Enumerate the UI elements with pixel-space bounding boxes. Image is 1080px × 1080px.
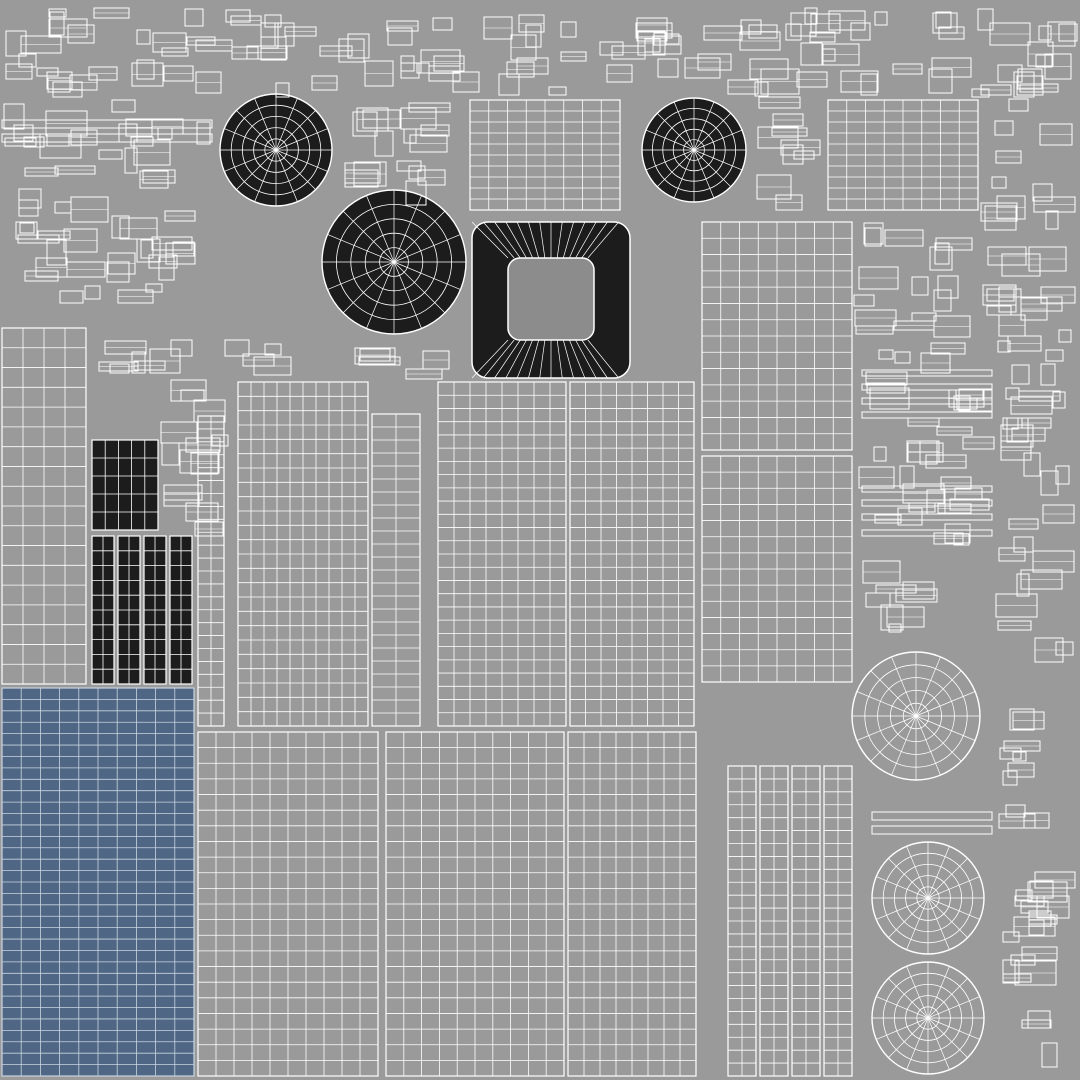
radial-disc-right-lower-2 xyxy=(871,961,985,1075)
lower-grid-panel-2 xyxy=(385,731,565,1077)
dark-dome-left xyxy=(219,93,333,207)
blue-solar-panel xyxy=(1,687,195,1077)
central-tall-panel-2 xyxy=(437,381,567,727)
top-grid-panel-right xyxy=(827,99,979,211)
radial-disc-right-lower-1 xyxy=(871,841,985,955)
radial-disc-right-upper xyxy=(851,651,981,781)
top-grid-panel-left xyxy=(469,99,621,211)
dark-vertical-strips xyxy=(91,535,193,685)
dark-box-panel xyxy=(91,439,159,531)
lower-grid-panel-1 xyxy=(197,731,379,1077)
dark-dome-center xyxy=(321,189,467,335)
left-strip-panel xyxy=(1,327,87,685)
narrow-vertical-strips xyxy=(197,413,853,1077)
dark-stadium-frame xyxy=(471,221,631,379)
dark-dome-right xyxy=(641,97,747,203)
central-tall-panel-3 xyxy=(569,381,695,727)
right-column-panel-upper xyxy=(701,221,853,451)
right-column-panel-lower xyxy=(701,455,853,683)
lower-grid-panel-3 xyxy=(567,731,697,1077)
small-uv-islands xyxy=(3,7,1078,1068)
central-tall-panel-1 xyxy=(237,381,369,727)
horizontal-strips xyxy=(1,119,993,835)
